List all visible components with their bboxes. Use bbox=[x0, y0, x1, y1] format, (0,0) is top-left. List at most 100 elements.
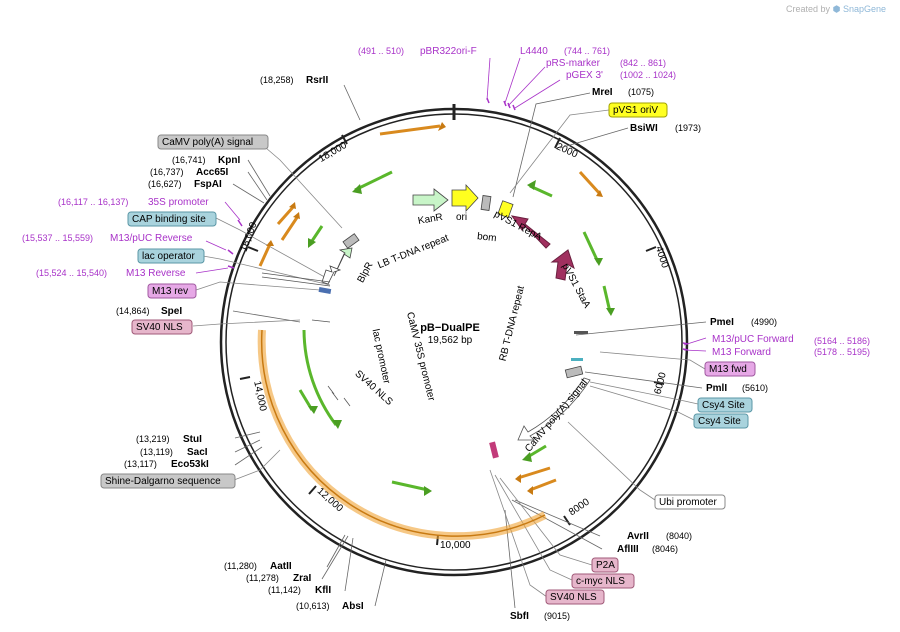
site-AvrII-name: AvrII bbox=[627, 531, 649, 542]
site-SacI-coord: (13,119) bbox=[140, 447, 173, 457]
cyan-mark bbox=[571, 358, 583, 361]
ori-arrow bbox=[451, 183, 479, 213]
site-FspAI-coord: (16,627) bbox=[148, 179, 182, 189]
label-blpR: BlpR bbox=[356, 260, 376, 284]
site-BsiWI-coord: (1973) bbox=[675, 123, 701, 133]
site-PmlI-name: PmlI bbox=[706, 383, 727, 394]
rb-repeat-box bbox=[574, 331, 588, 334]
box-ubi-promoter bbox=[654, 494, 726, 510]
label-rb-repeat: RB T-DNA repeat bbox=[498, 285, 527, 363]
blpR-arrow bbox=[333, 247, 353, 277]
site-StuI-name: StuI bbox=[183, 434, 202, 445]
site-AatII-name: AatII bbox=[270, 561, 292, 572]
primer-pointer-lines bbox=[195, 57, 707, 352]
box-cap-binding bbox=[127, 211, 217, 227]
site-AflIII-coord: (8046) bbox=[652, 544, 678, 554]
site-Acc65I-name: Acc65I bbox=[196, 167, 228, 178]
site-AbsI-coord: (10,613) bbox=[296, 601, 330, 611]
label-bom: bom bbox=[477, 231, 497, 244]
site-PmeI-name: PmeI bbox=[710, 317, 734, 328]
kanR-arrow bbox=[412, 188, 449, 212]
primer-M13-rev-range: (15,524 .. 15,540) bbox=[36, 268, 107, 278]
box-pvs1-oriV bbox=[608, 102, 668, 118]
box-cmyc-nls bbox=[571, 573, 635, 589]
tick-10000: 10,000 bbox=[440, 540, 471, 551]
box-shine-dalgarno bbox=[100, 473, 236, 489]
site-KflI-coord: (11,142) bbox=[268, 585, 301, 595]
inner-connector-lines bbox=[261, 272, 351, 407]
site-AbsI-name: AbsI bbox=[342, 601, 364, 612]
box-m13-rev-label: M13 rev bbox=[152, 286, 188, 297]
box-m13-fwd bbox=[704, 361, 756, 377]
orange-arrowheads bbox=[266, 122, 603, 495]
label-polyA-inner: CaMV poly(A) signal bbox=[523, 377, 590, 454]
box-csy4-1 bbox=[697, 397, 753, 413]
snapgene-logo-icon: ⬢ bbox=[832, 4, 841, 14]
primer-35S-name: 35S promoter bbox=[148, 197, 209, 208]
primer-L4440-name: L4440 bbox=[520, 46, 548, 57]
box-sv40-nls-left-label: SV40 NLS bbox=[136, 322, 183, 333]
site-KflI-name: KflI bbox=[315, 585, 331, 596]
primer-M13pUC-fwd-range: (5164 .. 5186) bbox=[814, 336, 870, 346]
tick-6000: 6000 bbox=[653, 371, 669, 396]
primer-marks bbox=[227, 97, 689, 351]
site-KpnI-coord: (16,741) bbox=[172, 155, 206, 165]
primer-M13pUC-rev-range: (15,537 .. 15,559) bbox=[22, 233, 93, 243]
site-AatII-coord: (11,280) bbox=[224, 561, 257, 571]
primer-pGEX3-name: pGEX 3' bbox=[566, 70, 603, 81]
camv-polyA-arc bbox=[517, 377, 591, 441]
repA-arrow bbox=[510, 215, 551, 249]
credit-text: Created by bbox=[786, 4, 831, 14]
site-Acc65I-coord: (16,737) bbox=[150, 167, 184, 177]
site-KpnI-name: KpnI bbox=[218, 155, 240, 166]
green-arrowheads bbox=[308, 180, 615, 496]
box-ubi-promoter-label: Ubi promoter bbox=[659, 497, 717, 508]
site-MreI-name: MreI bbox=[592, 87, 613, 98]
label-ori: ori bbox=[456, 212, 467, 223]
site-RsrII-name: RsrII bbox=[306, 75, 328, 86]
box-p2a bbox=[591, 557, 619, 573]
site-AflIII-name: AflIII bbox=[617, 544, 639, 555]
site-Eco53kI-coord: (13,117) bbox=[124, 459, 157, 469]
site-StuI-coord: (13,219) bbox=[136, 434, 170, 444]
label-lac-promoter: lac promoter bbox=[370, 328, 392, 385]
box-sv40-nls-right bbox=[545, 589, 605, 605]
label-staA: pVS1 StaA bbox=[559, 262, 592, 311]
bom-box bbox=[480, 195, 492, 211]
site-FspAI-name: FspAI bbox=[194, 179, 222, 190]
m13rev-mark bbox=[318, 286, 332, 294]
primer-M13pUC-fwd-name: M13/pUC Forward bbox=[712, 334, 794, 345]
oriV-inner-box bbox=[497, 200, 514, 219]
box-cap-binding-label: CAP binding site bbox=[132, 214, 206, 225]
site-SacI-name: SacI bbox=[187, 447, 208, 458]
tick-8000: 8000 bbox=[567, 496, 592, 518]
primer-pRS-marker-range: (842 .. 861) bbox=[620, 58, 666, 68]
primer-L4440-range: (744 .. 761) bbox=[564, 46, 610, 56]
label-repA: pVS1 RepA bbox=[492, 209, 544, 243]
box-shine-dalgarno-label: Shine-Dalgarno sequence bbox=[105, 476, 221, 487]
primer-M13-fwd-name: M13 Forward bbox=[712, 347, 771, 358]
box-camv-polyA-label: CaMV poly(A) signal bbox=[162, 137, 253, 148]
site-SpeI-coord: (14,864) bbox=[116, 306, 150, 316]
site-RsrII-coord: (18,258) bbox=[260, 75, 294, 85]
site-BsiWI-name: BsiWI bbox=[630, 123, 658, 134]
site-PmeI-coord: (4990) bbox=[751, 317, 777, 327]
site-pointer-lines bbox=[232, 84, 707, 609]
site-ZraI-name: ZraI bbox=[293, 573, 312, 584]
site-ZraI-coord: (11,278) bbox=[246, 573, 279, 583]
box-csy4-2-label: Csy4 Site bbox=[698, 416, 741, 427]
box-camv-polyA bbox=[157, 134, 269, 150]
primer-pGEX3-range: (1002 .. 1024) bbox=[620, 70, 676, 80]
box-sv40-nls-right-label: SV40 NLS bbox=[550, 592, 597, 603]
site-SpeI-name: SpeI bbox=[161, 306, 182, 317]
primer-M13-rev-name: M13 Reverse bbox=[126, 268, 186, 279]
primer-pBR322ori-F-range: (491 .. 510) bbox=[358, 46, 404, 56]
pink-mark bbox=[489, 441, 499, 459]
primer-M13pUC-rev-name: M13/pUC Reverse bbox=[110, 233, 193, 244]
snapgene-credit: Created by ⬢ SnapGene bbox=[786, 4, 886, 15]
box-sv40-nls-left bbox=[131, 319, 193, 335]
site-labels: (18,258) RsrII (16,741) KpnI (16,737) Ac… bbox=[116, 75, 777, 622]
orange-feature-arcs bbox=[257, 124, 602, 541]
plasmid-length: 19,562 bp bbox=[428, 335, 473, 346]
